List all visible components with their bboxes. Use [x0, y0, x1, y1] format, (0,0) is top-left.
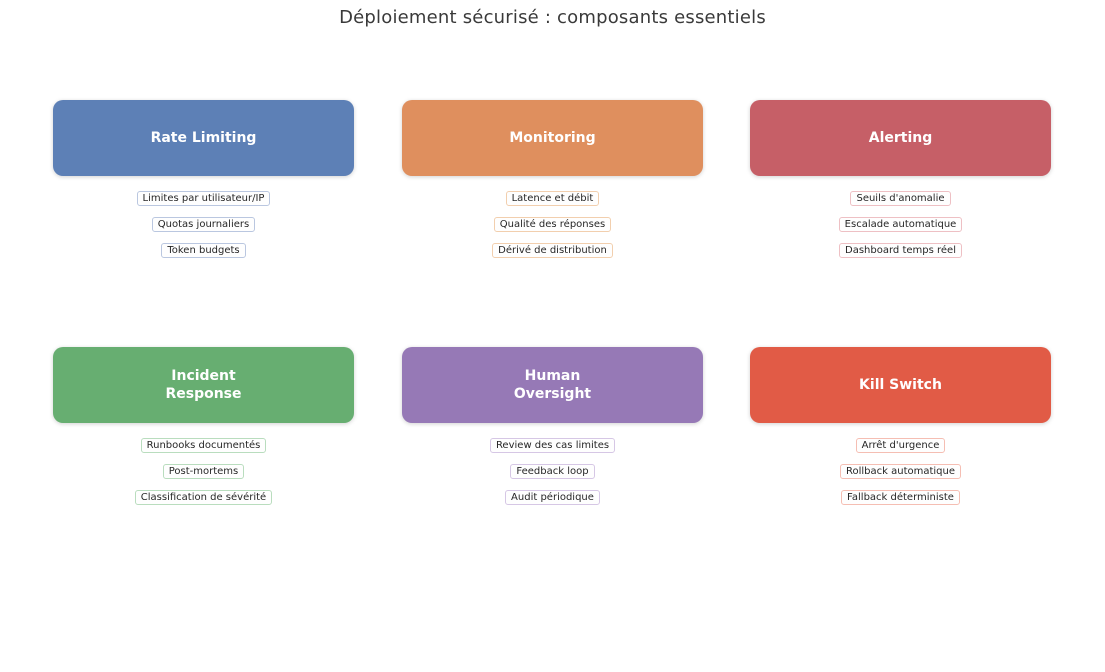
feature-chip: Arrêt d'urgence: [855, 438, 946, 453]
feature-chip: Quotas journaliers: [151, 217, 256, 232]
category-cell-kill-switch: Kill Switch Arrêt d'urgence Rollback aut…: [750, 347, 1051, 505]
feature-chip: Dérivé de distribution: [492, 243, 613, 258]
category-title: Incident Response: [165, 367, 242, 402]
chip-list: Runbooks documentés Post-mortems Classif…: [134, 438, 273, 505]
feature-chip: Post-mortems: [162, 464, 245, 479]
category-card-human-oversight: Human Oversight: [402, 347, 703, 423]
feature-chip: Qualité des réponses: [493, 217, 612, 232]
category-title: Kill Switch: [859, 376, 942, 393]
chip-list: Review des cas limites Feedback loop Aud…: [489, 438, 616, 505]
chip-list: Seuils d'anomalie Escalade automatique D…: [838, 191, 963, 258]
feature-chip: Escalade automatique: [838, 217, 963, 232]
feature-chip: Seuils d'anomalie: [850, 191, 951, 206]
category-card-rate-limiting: Rate Limiting: [53, 100, 354, 176]
category-title: Monitoring: [509, 129, 596, 146]
feature-chip: Review des cas limites: [489, 438, 616, 453]
category-title: Alerting: [868, 129, 933, 146]
category-title: Rate Limiting: [150, 129, 257, 146]
category-card-alerting: Alerting: [750, 100, 1051, 176]
category-cell-alerting: Alerting Seuils d'anomalie Escalade auto…: [750, 100, 1051, 258]
feature-chip: Token budgets: [161, 243, 246, 258]
page-title: Déploiement sécurisé : composants essent…: [339, 7, 766, 28]
chip-list: Latence et débit Qualité des réponses Dé…: [492, 191, 613, 258]
feature-chip: Latence et débit: [505, 191, 600, 206]
category-card-monitoring: Monitoring: [402, 100, 703, 176]
category-title: Human Oversight: [513, 367, 592, 402]
category-cell-monitoring: Monitoring Latence et débit Qualité des …: [402, 100, 703, 258]
feature-chip: Classification de sévérité: [134, 490, 273, 505]
feature-chip: Limites par utilisateur/IP: [136, 191, 271, 206]
feature-chip: Dashboard temps réel: [839, 243, 962, 258]
feature-chip: Rollback automatique: [839, 464, 962, 479]
feature-chip: Feedback loop: [510, 464, 595, 479]
category-card-incident-response: Incident Response: [53, 347, 354, 423]
feature-chip: Fallback déterministe: [841, 490, 960, 505]
chip-list: Limites par utilisateur/IP Quotas journa…: [136, 191, 271, 258]
feature-chip: Runbooks documentés: [140, 438, 267, 453]
chip-list: Arrêt d'urgence Rollback automatique Fal…: [839, 438, 962, 505]
category-cell-rate-limiting: Rate Limiting Limites par utilisateur/IP…: [53, 100, 354, 258]
category-cell-incident-response: Incident Response Runbooks documentés Po…: [53, 347, 354, 505]
category-cell-human-oversight: Human Oversight Review des cas limites F…: [402, 347, 703, 505]
category-card-kill-switch: Kill Switch: [750, 347, 1051, 423]
feature-chip: Audit périodique: [505, 490, 600, 505]
